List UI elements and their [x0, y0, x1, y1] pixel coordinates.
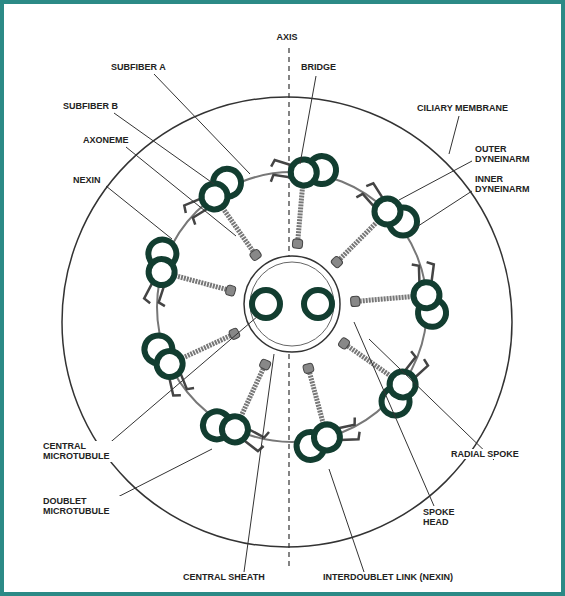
- part-label: SUBFIBER B: [62, 101, 119, 111]
- central-sheath-inner: [250, 262, 334, 346]
- radial-spoke: [292, 186, 307, 249]
- subfiber-a: [290, 158, 318, 186]
- part-label: SPOKE HEAD: [422, 507, 464, 528]
- subfiber-a: [146, 256, 178, 288]
- central-microtubule: [304, 290, 332, 318]
- doublet-microtubule: [411, 261, 448, 328]
- subfiber-a: [218, 412, 253, 447]
- subfiber-a: [196, 178, 232, 214]
- part-label: RADIAL SPOKE: [450, 449, 520, 459]
- spoke-head: [259, 358, 272, 370]
- doublet-microtubule: [374, 350, 437, 421]
- central-sheath: [244, 256, 340, 352]
- spoke-head: [350, 296, 360, 307]
- nexin-ring: [157, 172, 427, 442]
- subfiber-a: [152, 347, 187, 382]
- part-label: OUTER DYNEINARM: [474, 144, 534, 165]
- subfiber-a: [369, 193, 406, 230]
- part-label: AXONEME: [82, 135, 130, 145]
- spoke-head: [225, 285, 236, 297]
- part-label: DOUBLET MICROTUBULE: [42, 496, 122, 517]
- part-label: SUBFIBER A: [110, 62, 167, 72]
- part-label: NEXIN: [72, 175, 102, 185]
- central-microtubule: [252, 290, 280, 318]
- part-label: CENTRAL SHEATH: [182, 572, 266, 582]
- part-label: INTERDOUBLET LINK (NEXIN): [322, 572, 454, 582]
- doublet-microtubule: [136, 236, 183, 307]
- radial-spoke: [337, 337, 394, 381]
- radial-spokes: [174, 186, 413, 425]
- radial-spoke: [180, 327, 240, 362]
- doublet-microtubule: [355, 175, 423, 243]
- part-label: INNER DYNEINARM: [474, 174, 534, 195]
- radial-spoke: [219, 205, 263, 262]
- leader-lines: [99, 74, 494, 572]
- part-label: CENTRAL MICROTUBULE: [42, 441, 122, 462]
- radial-spoke: [350, 291, 413, 306]
- spoke-head: [249, 248, 262, 261]
- part-label: CILIARY MEMBRANE: [416, 103, 509, 113]
- radial-spoke: [302, 363, 328, 425]
- spoke-head: [330, 255, 343, 268]
- radial-spoke: [330, 218, 381, 269]
- doublet-microtubule: [140, 330, 196, 402]
- spoke-head: [292, 239, 303, 249]
- doublet-microtubule: [270, 152, 337, 189]
- ciliary-membrane: [62, 97, 512, 547]
- part-label: BRIDGE: [300, 62, 337, 72]
- doublet-microtubules: [136, 152, 448, 463]
- spoke-head: [228, 327, 240, 340]
- spoke-head: [302, 363, 314, 374]
- doublet-microtubule: [198, 404, 270, 460]
- radial-spoke: [174, 271, 236, 297]
- part-label: AXIS: [266, 32, 308, 42]
- subfiber-a: [311, 421, 343, 453]
- doublet-microtubule: [293, 416, 364, 463]
- spoke-head: [337, 337, 350, 350]
- subfiber-a: [412, 281, 440, 309]
